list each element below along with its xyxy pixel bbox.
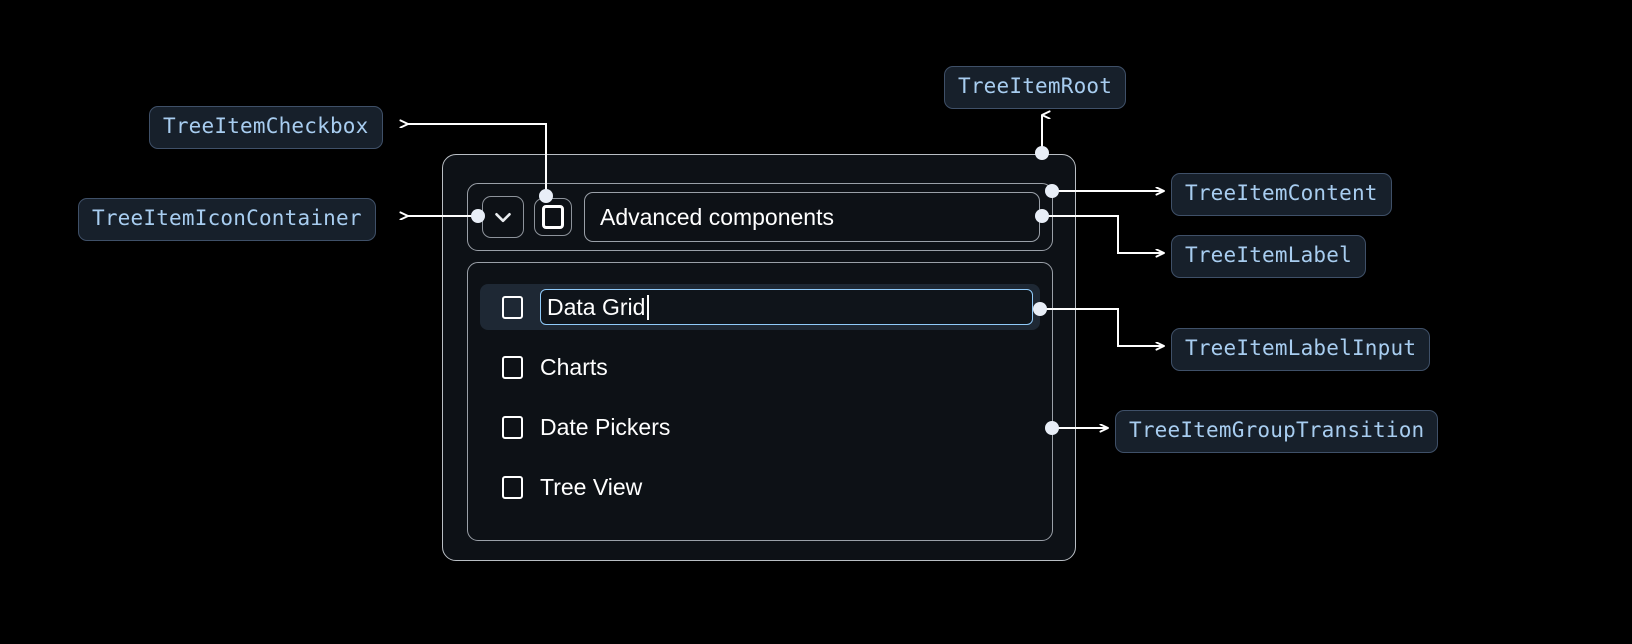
tree-item-content[interactable]: Advanced components — [467, 183, 1053, 251]
tree-item-checkbox-tree-view[interactable] — [502, 475, 523, 499]
chevron-down-icon — [495, 212, 511, 223]
annotation-tree-item-root: TreeItemRoot — [944, 66, 1127, 109]
tree-item-icon-container[interactable] — [482, 196, 524, 238]
tree-item-checkbox[interactable] — [534, 198, 572, 236]
annotation-tree-item-content: TreeItemContent — [1171, 173, 1392, 216]
tree-item-group-transition: Data Grid Charts Date Pickers Tree View — [467, 262, 1053, 541]
annotation-tree-item-group-transition: TreeItemGroupTransition — [1115, 410, 1439, 453]
tree-item-label-tree-view: Tree View — [540, 473, 643, 500]
annotation-tree-item-label-input: TreeItemLabelInput — [1171, 328, 1431, 371]
tree-item-label-date-pickers: Date Pickers — [540, 413, 671, 440]
tree-item-label-input[interactable]: Data Grid — [540, 289, 1033, 325]
tree-item-label-charts: Charts — [540, 353, 608, 380]
annotation-tree-item-icon-container: TreeItemIconContainer — [78, 198, 376, 241]
tree-item-root[interactable]: Advanced components Data Grid Charts Dat… — [442, 154, 1076, 561]
text-caret — [647, 294, 649, 320]
tree-item-row-data-grid[interactable]: Data Grid — [480, 284, 1040, 330]
annotation-tree-item-checkbox: TreeItemCheckbox — [149, 106, 383, 149]
annotation-tree-item-label: TreeItemLabel — [1171, 235, 1366, 278]
tree-item-checkbox-charts[interactable] — [502, 355, 523, 379]
tree-item-label-input-value: Data Grid — [547, 293, 646, 320]
tree-item-checkbox-data-grid[interactable] — [502, 295, 523, 319]
tree-item-row-tree-view[interactable]: Tree View — [480, 464, 1040, 510]
tree-item-checkbox-date-pickers[interactable] — [502, 415, 523, 439]
tree-item-row-date-pickers[interactable]: Date Pickers — [480, 404, 1040, 450]
checkbox-box-icon — [542, 205, 564, 229]
tree-item-row-charts[interactable]: Charts — [480, 344, 1040, 390]
tree-item-label[interactable]: Advanced components — [584, 192, 1040, 242]
